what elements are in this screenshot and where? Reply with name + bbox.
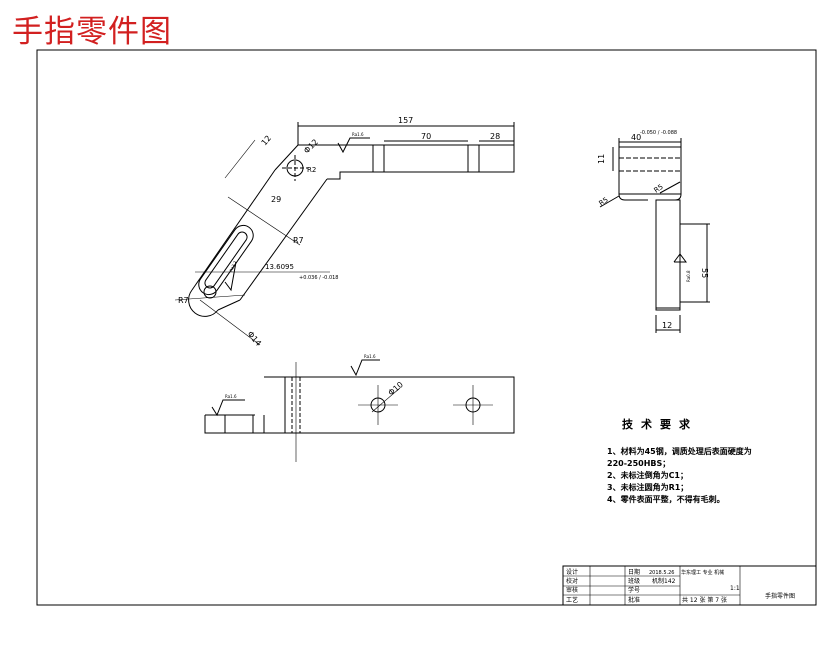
tech-requirement-line: 3、未标注圆角为R1； <box>607 483 689 492</box>
roughness-symbol-mid <box>350 359 380 377</box>
bottom-view <box>204 362 515 462</box>
tb-craft-label: 工艺 <box>566 596 578 604</box>
tb-class-value: 机制142 <box>652 577 676 585</box>
tb-scale: 1:1 <box>730 585 740 592</box>
page-title: 手指零件图 <box>12 14 172 50</box>
dim-r7-a: R7 <box>293 236 304 245</box>
tb-check-label: 校对 <box>566 577 578 585</box>
roughness-mid: Ra1.6 <box>364 354 376 359</box>
roughness-slot: Ra3.2 <box>228 259 238 272</box>
bottom-outline <box>204 376 515 434</box>
dim-28: 28 <box>490 132 500 141</box>
side-view <box>599 138 710 333</box>
dim-29: 29 <box>271 195 281 204</box>
tech-requirement-line: 4、零件表面平整，不得有毛刺。 <box>607 495 725 504</box>
dim-phi10: Φ10 <box>387 380 405 397</box>
end-hole <box>203 285 217 299</box>
dim-70: 70 <box>421 132 431 141</box>
dim-40: 40 <box>631 133 641 142</box>
tech-requirement-line: 1、材料为45钢，调质处理后表面硬度为 <box>607 447 752 456</box>
dim-r7-b: R7 <box>178 296 189 305</box>
dim-r2: R2 <box>307 166 316 174</box>
tb-audit-label: 审核 <box>566 586 578 594</box>
dim-12-b: 12 <box>662 321 672 330</box>
tb-student-no: 学号 <box>628 586 640 594</box>
dim-157: 157 <box>398 116 413 125</box>
tb-date-value: 2018.5.26 <box>649 570 674 576</box>
tb-class-label: 班级 <box>628 577 640 585</box>
roughness-symbol-bottom-left <box>211 399 245 417</box>
dim-phi14: Φ14 <box>245 330 262 348</box>
front-view <box>174 122 515 346</box>
roughness-side: Ra0.8 <box>686 270 691 282</box>
roughness-top: Ra1.6 <box>352 132 364 137</box>
drawing-border <box>36 49 817 606</box>
tech-requirements-heading: 技术要求 <box>622 418 698 431</box>
dim-40-tolerance: -0.050 / -0.088 <box>640 130 677 136</box>
dim-12-a: 12 <box>260 134 273 148</box>
tech-requirement-line: 2、未标注倒角为C1； <box>607 471 689 480</box>
roughness-symbol-side <box>673 253 687 263</box>
tb-date-label: 日期 <box>628 568 640 576</box>
side-stem <box>655 199 681 311</box>
dim-hole-tolerance: +0.036 / -0.018 <box>299 275 339 281</box>
dim-r5-a: R5 <box>598 196 610 208</box>
tb-sheet: 共 12 张 第 7 张 <box>682 596 727 604</box>
dim-11: 11 <box>597 154 606 164</box>
title-block <box>562 565 817 606</box>
arm-straight-outline <box>298 144 515 180</box>
tb-drawing-name: 手指零件图 <box>765 592 795 600</box>
dim-phi12: Φ12 <box>302 137 320 155</box>
tb-school: 华东理工 专业 机械 <box>681 569 724 576</box>
roughness-bottom-left: Ra1.6 <box>225 394 237 399</box>
arm-slot <box>198 224 254 296</box>
tech-requirement-line: 220-250HBS； <box>607 459 671 468</box>
tb-approve-label: 批准 <box>628 596 640 604</box>
roughness-symbol-slot <box>224 261 237 292</box>
dim-55: 55 <box>700 268 709 278</box>
tb-design-label: 设计 <box>566 568 578 576</box>
dim-r5-b: R5 <box>653 183 665 195</box>
dim-hole-fit: 13.6095 <box>265 263 294 271</box>
roughness-symbol-top <box>337 137 370 154</box>
